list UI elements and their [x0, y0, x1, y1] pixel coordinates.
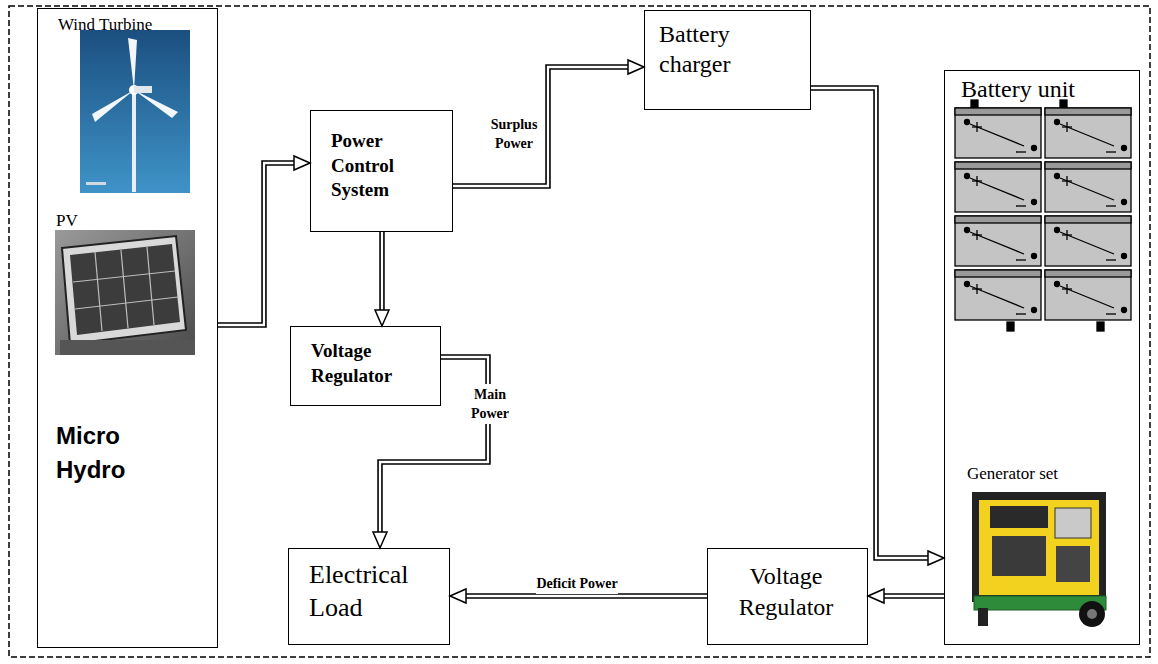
node-label: Voltage Regulator	[712, 561, 860, 623]
node-label: Power Control System	[331, 129, 431, 203]
dashed-frame	[9, 6, 1150, 657]
source-box: Wind TurbinePV Micro Hydro	[37, 8, 218, 648]
arrowhead	[450, 589, 466, 603]
generator-set-picture	[972, 492, 1106, 627]
arrowhead	[373, 532, 387, 548]
arrowhead	[294, 156, 310, 170]
process-box: Voltage Regulator	[290, 326, 441, 406]
connector-outline	[379, 232, 385, 311]
node-label: Battery unit	[961, 75, 1131, 104]
node-label: Battery charger	[659, 19, 779, 79]
node-label: Electrical Load	[309, 559, 434, 624]
arrowhead	[375, 310, 389, 326]
connector-core	[381, 232, 383, 311]
node-label: Wind Turbine	[58, 15, 208, 35]
process-box: Battery charger	[644, 10, 811, 110]
arrowhead	[868, 589, 884, 603]
double-line-arrow	[811, 88, 944, 565]
node-label: Generator set	[967, 464, 1127, 484]
double-line-arrow	[453, 60, 644, 186]
flow-label: Main Power	[462, 384, 518, 424]
connector-outline	[811, 88, 929, 558]
node-label: Voltage Regulator	[311, 339, 421, 388]
double-line-arrow	[218, 156, 310, 325]
process-box: Power Control System	[310, 110, 453, 232]
arrowhead	[628, 60, 644, 74]
flow-label: Deficit Power	[536, 573, 618, 594]
connector-core	[465, 595, 707, 597]
connector-outline	[465, 593, 707, 599]
flow-label: Surplus Power	[486, 114, 542, 154]
wind-turbine-picture	[80, 30, 190, 193]
pv-panel-picture	[55, 230, 195, 355]
connector-outline	[218, 163, 295, 325]
process-box: Voltage Regulator	[707, 548, 868, 645]
storage-box: Battery unitGenerator set	[944, 70, 1140, 645]
double-line-arrow	[868, 589, 944, 603]
connector-core	[883, 595, 944, 597]
connector-core	[811, 88, 929, 558]
battery-bank-symbol	[955, 100, 1131, 331]
connector-outline	[883, 593, 944, 599]
node-label: PV	[56, 211, 116, 231]
connector-outline	[453, 67, 629, 186]
node-label: Micro Hydro	[56, 419, 166, 486]
double-line-arrow	[375, 232, 389, 326]
connector-core	[218, 163, 295, 325]
connector-core	[453, 67, 629, 186]
load-box: Electrical Load	[288, 548, 450, 645]
arrowhead	[928, 551, 944, 565]
